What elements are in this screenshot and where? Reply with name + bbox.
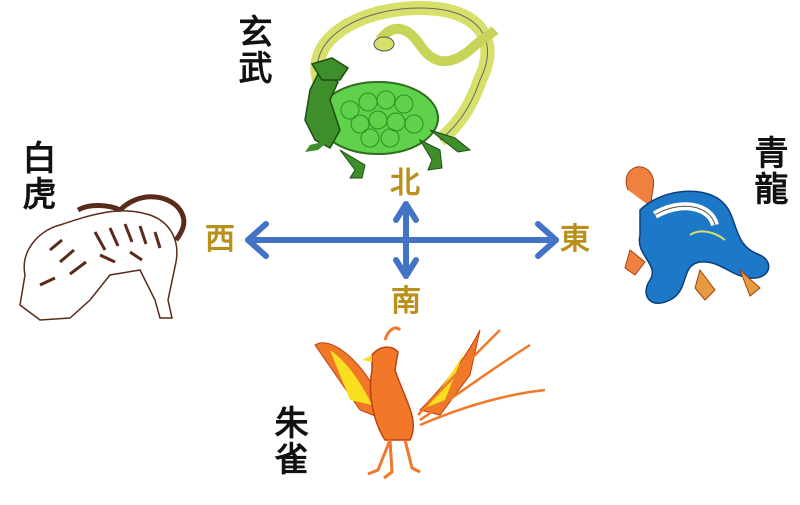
direction-west-label: 西 [205, 222, 235, 257]
east-arrowhead-icon [535, 221, 559, 259]
tortoise-snake-icon [304, 0, 499, 179]
west-arrowhead-icon [245, 221, 269, 259]
south-beast-name: 朱雀 [268, 405, 308, 477]
direction-south-label: 南 [391, 284, 421, 319]
white-tiger-icon [19, 194, 187, 321]
north-beast-name: 玄武 [232, 14, 272, 86]
direction-north-label: 北 [390, 166, 420, 201]
east-beast-name: 青龍 [748, 135, 788, 207]
direction-east-label: 東 [560, 222, 590, 257]
azure-dragon-icon [624, 166, 770, 304]
west-beast-name: 白虎 [16, 140, 56, 212]
south-arrowhead-icon [393, 257, 419, 279]
direction-arrows [245, 201, 559, 279]
north-arrowhead-icon [393, 201, 419, 223]
vermilion-bird-icon [314, 326, 546, 480]
